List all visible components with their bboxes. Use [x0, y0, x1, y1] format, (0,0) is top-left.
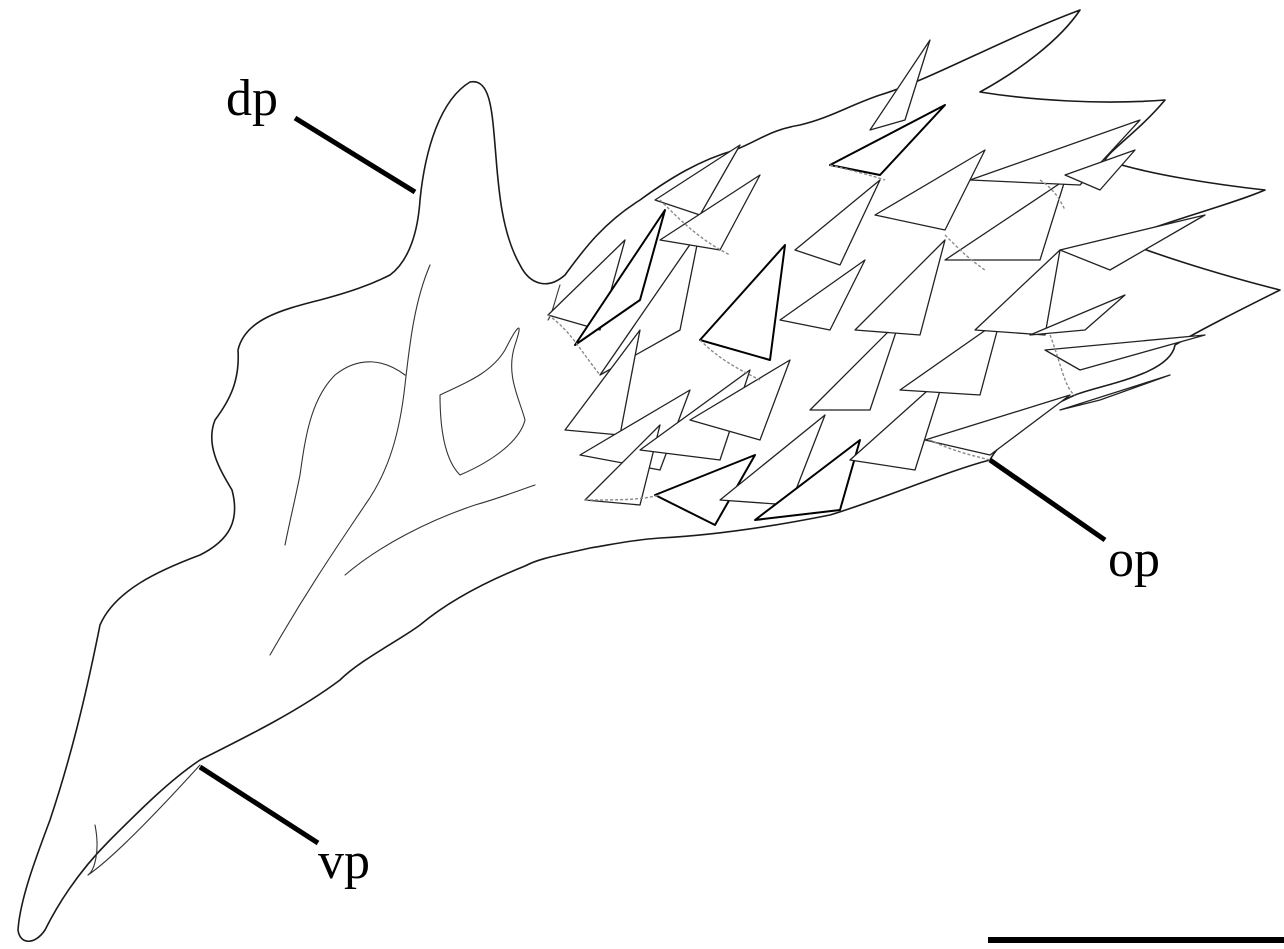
oral-plate-teeth [548, 40, 1205, 525]
internal-canal [285, 362, 405, 545]
label-op: op [1108, 531, 1160, 588]
ventral-inner-line [88, 765, 200, 875]
label-dp: dp [226, 70, 278, 127]
vp-leader-line [200, 767, 318, 843]
op-leader-line [990, 460, 1105, 540]
internal-canal [270, 265, 430, 655]
dp-leader-line [295, 118, 415, 192]
label-vp: vp [318, 833, 370, 890]
internal-canal [345, 485, 535, 575]
internal-canal [440, 328, 525, 475]
